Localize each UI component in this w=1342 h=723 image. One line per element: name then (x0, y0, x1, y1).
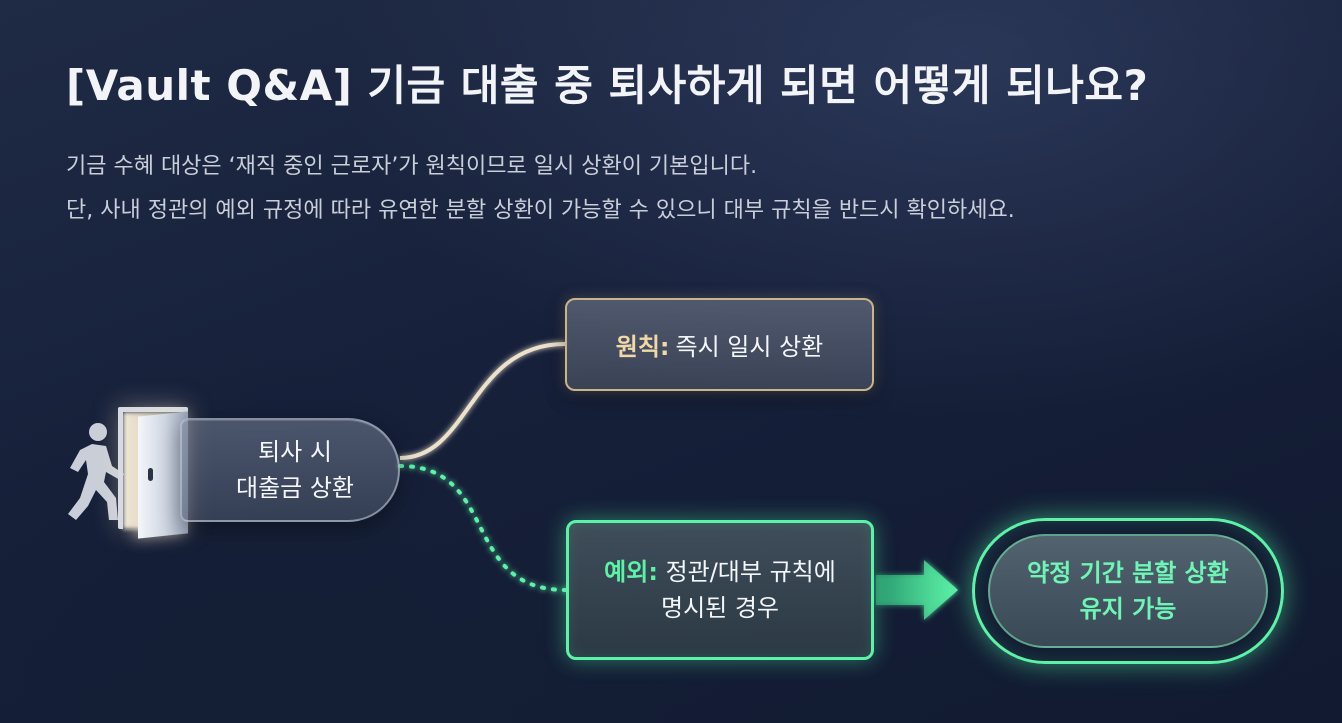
result-line-2: 유지 가능 (1079, 595, 1177, 623)
result-line-1: 약정 기간 분할 상환 (1027, 559, 1229, 587)
exception-text-line-1: 정관/대부 규칙에 (665, 558, 836, 586)
start-line-1: 퇴사 시 (258, 438, 332, 466)
principle-connector (399, 342, 566, 460)
result-node-outline (972, 518, 1284, 664)
exception-tag: 예외: (604, 558, 658, 586)
door-knob (148, 468, 153, 481)
subtitle-line-1: 기금 수혜 대상은 ‘재직 중인 근로자’가 원칙이므로 일시 상환이 기본입니… (66, 154, 758, 179)
walking-person-icon (68, 423, 124, 520)
subtitle-line-2: 단, 사내 정관의 예외 규정에 따라 유연한 분할 상환이 가능할 수 있으니… (66, 198, 1015, 223)
principle-node: 원칙: 즉시 일시 상환 (565, 298, 874, 391)
exception-text-line-2: 명시된 경우 (660, 594, 780, 622)
page-title: [Vault Q&A] 기금 대출 중 퇴사하게 되면 어떻게 되나요? (66, 61, 1149, 110)
arrow-right-icon (876, 560, 958, 620)
principle-tag: 원칙: (615, 333, 670, 361)
start-node: 퇴사 시 대출금 상환 (180, 418, 400, 522)
result-node: 약정 기간 분할 상환 유지 가능 (988, 534, 1268, 648)
start-line-2: 대출금 상환 (235, 474, 355, 502)
exception-node: 예외: 정관/대부 규칙에 명시된 경우 (566, 520, 874, 660)
principle-text: 즉시 일시 상환 (675, 333, 824, 361)
exception-connector (398, 464, 568, 592)
